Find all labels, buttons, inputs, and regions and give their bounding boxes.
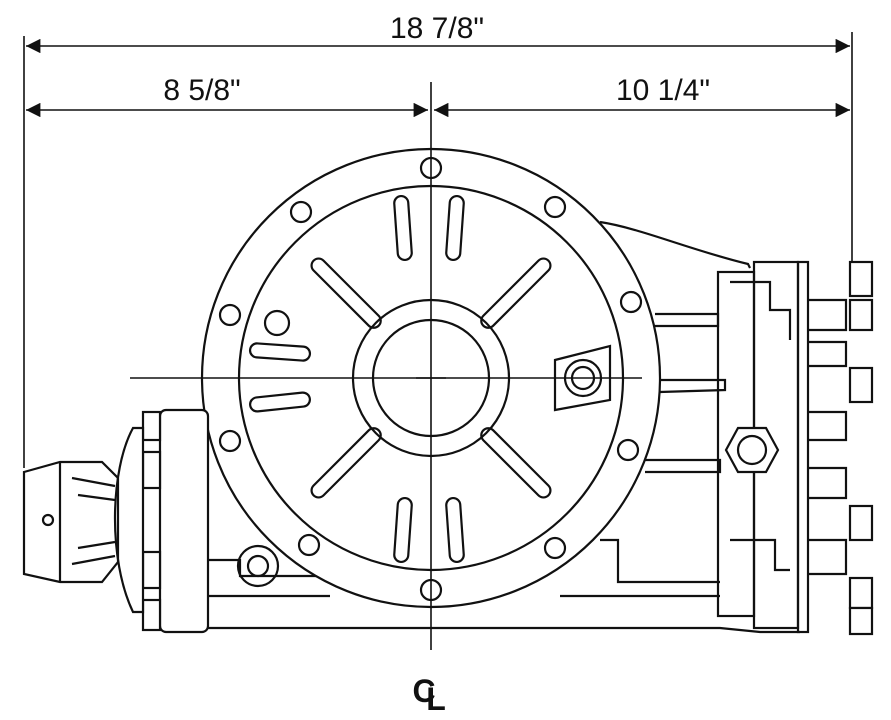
rib-slot (310, 427, 382, 499)
axle-tube-line (645, 458, 722, 474)
axle-stub (808, 410, 848, 442)
rib-slot (480, 427, 552, 499)
drain-plug-center (736, 434, 768, 466)
vent-hole (263, 309, 291, 337)
housing-lower-rib (205, 558, 330, 578)
flange-channel (730, 538, 790, 572)
flange-bolt (848, 504, 874, 542)
bolt-hole (218, 429, 242, 453)
rib-slot (480, 257, 552, 329)
bolt-hole (619, 290, 643, 314)
centerline-label-c: C (412, 673, 435, 709)
housing-lower-contour (205, 626, 800, 634)
rib-slot (248, 342, 312, 362)
flange-bolt (848, 576, 874, 610)
flange-channel (730, 280, 792, 340)
axle-stub (808, 340, 848, 368)
flange-bolt (848, 260, 874, 298)
cover-ribs (248, 194, 552, 564)
rib-slot (310, 257, 382, 329)
axle-stub (808, 466, 848, 500)
bolt-hole (297, 533, 321, 557)
rib-slot (393, 194, 413, 262)
dimension-lines (23, 32, 853, 468)
pinion-bolt (141, 410, 162, 442)
housing-lower-rib-right (600, 538, 720, 584)
drain-plug (724, 426, 780, 474)
flange-bolt (848, 606, 874, 636)
pinion-flange (158, 408, 210, 634)
bolt-hole (289, 200, 313, 224)
cover-bolt-holes (218, 156, 643, 602)
drain-plug-hex (724, 426, 780, 474)
rib-slot (445, 194, 465, 262)
pinion-shield (113, 426, 145, 614)
axle-tube-line (659, 378, 727, 394)
overall-dimension-label: 18 7/8" (390, 12, 484, 45)
pinion-bolt (141, 450, 162, 490)
flange-edge (796, 260, 810, 634)
flange-bolt (848, 298, 874, 332)
axle-stub (808, 538, 848, 576)
pinion-boss-outer (236, 544, 280, 588)
centerline-label-l: L (426, 681, 446, 717)
axle-tube-line (655, 312, 720, 328)
bolt-hole (218, 303, 242, 327)
pinion-bolt (141, 550, 162, 590)
centerlines (130, 82, 642, 650)
pinion-boss-inner (246, 554, 270, 578)
pinion-yoke (22, 460, 120, 584)
axle-stub (808, 298, 848, 332)
right-dimension-label: 10 1/4" (616, 74, 710, 107)
bolt-hole (543, 536, 567, 560)
pinion-yoke-detail (71, 476, 116, 566)
centerline-symbol: C L (412, 673, 445, 717)
bolt-hole (543, 195, 567, 219)
rib-slot (445, 496, 465, 564)
pinion-bolt (141, 598, 162, 632)
rib-slot (393, 496, 413, 564)
housing-upper-contour (599, 220, 751, 269)
right-flange-bolts (848, 260, 874, 636)
rib-slot (249, 391, 311, 413)
left-dimension-label: 8 5/8" (163, 74, 240, 107)
pinion-assembly (22, 408, 280, 634)
fill-plug-boss-outline (553, 344, 612, 412)
bolt-hole (616, 438, 640, 462)
flange-bolt (848, 366, 874, 404)
yoke-cross-pin (41, 513, 55, 527)
